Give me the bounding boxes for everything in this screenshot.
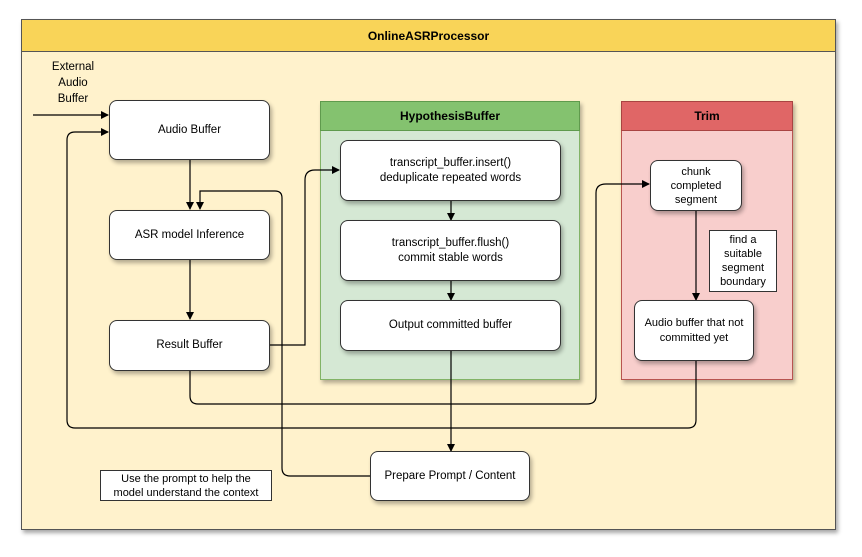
transcript-flush-node[interactable]: transcript_buffer.flush() commit stable …	[340, 220, 561, 281]
edge-prompt-to-inference	[196, 190, 370, 477]
transcript-insert-node[interactable]: transcript_buffer.insert() deduplicate r…	[340, 140, 561, 201]
audio-buffer-node[interactable]: Audio Buffer	[109, 100, 270, 160]
online-asr-processor-title: OnlineASRProcessor	[21, 19, 836, 52]
asr-inference-node[interactable]: ASR model Inference	[109, 210, 270, 260]
edge-result-to-insert	[270, 166, 340, 346]
external-audio-buffer-label: External Audio Buffer	[51, 61, 95, 105]
uncommitted-audio-node[interactable]: Audio buffer that not committed yet	[634, 300, 754, 361]
prepare-prompt-node[interactable]: Prepare Prompt / Content	[370, 451, 530, 501]
edge-uncommitted-to-audio-buffer	[66, 128, 697, 429]
output-committed-node[interactable]: Output committed buffer	[340, 300, 561, 351]
trim-title: Trim	[621, 101, 793, 131]
edge-result-to-chunk	[189, 180, 650, 405]
prompt-context-note: Use the prompt to help the model underst…	[100, 470, 272, 501]
hypothesis-buffer-title: HypothesisBuffer	[320, 101, 580, 131]
result-buffer-node[interactable]: Result Buffer	[109, 320, 270, 371]
segment-boundary-note: find a suitable segment boundary	[709, 230, 777, 292]
chunk-completed-node[interactable]: chunk completed segment	[650, 160, 742, 211]
